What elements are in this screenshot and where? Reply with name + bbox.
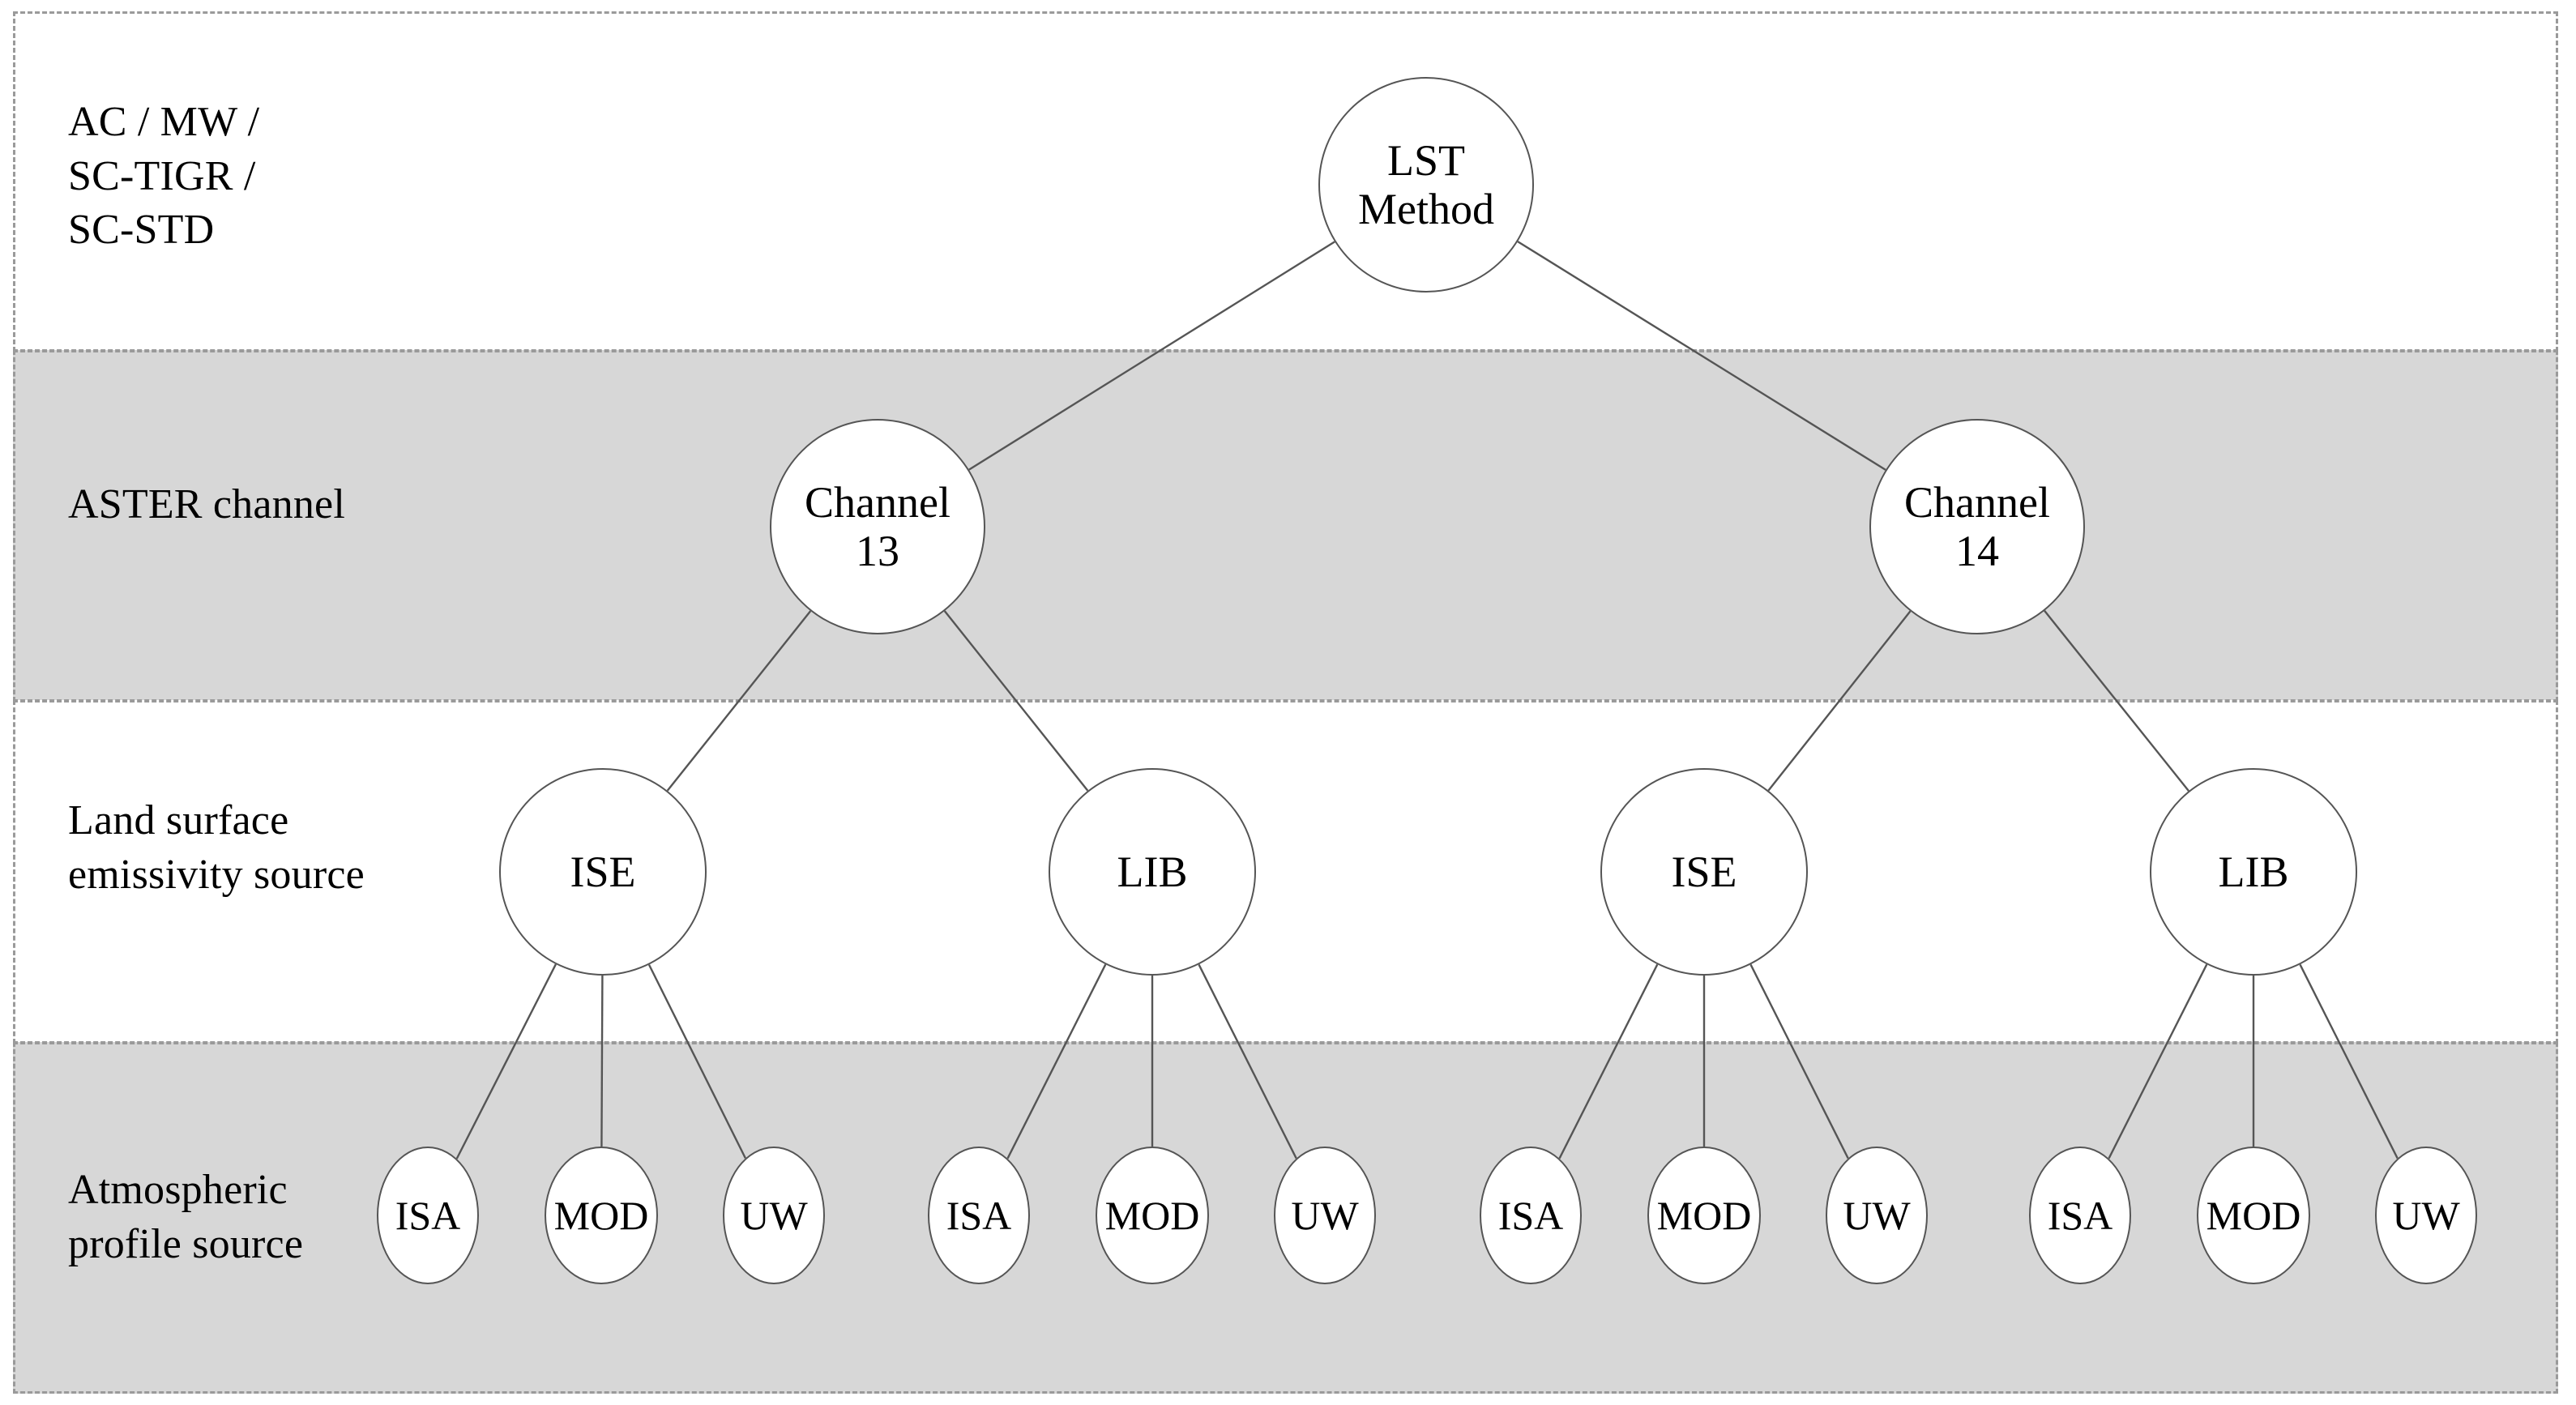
node-atmos-isa-9[interactable]: ISA <box>2029 1147 2131 1284</box>
node-atmos-uw-5[interactable]: UW <box>1274 1147 1376 1284</box>
node-emissivity-lib-1[interactable]: LIB <box>1049 768 1256 976</box>
band-row-channel <box>13 350 2558 702</box>
node-emissivity-lib-3[interactable]: LIB <box>2150 768 2357 976</box>
band-row-method <box>13 11 2558 352</box>
label-row-atmosphere: Atmospheric profile source <box>68 1167 304 1267</box>
node-atmos-mod-7[interactable]: MOD <box>1647 1147 1761 1284</box>
node-atmos-mod-1[interactable]: MOD <box>545 1147 658 1284</box>
node-atmos-uw-11[interactable]: UW <box>2375 1147 2477 1284</box>
label-row-emissivity: Land surface emissivity source <box>68 797 365 898</box>
node-atmos-isa-3[interactable]: ISA <box>928 1147 1030 1284</box>
node-channel-channel-14[interactable]: Channel 14 <box>1869 419 2085 634</box>
label-row-channel: ASTER channel <box>68 481 345 527</box>
node-atmos-mod-10[interactable]: MOD <box>2197 1147 2310 1284</box>
node-atmos-mod-4[interactable]: MOD <box>1096 1147 1209 1284</box>
node-atmos-uw-8[interactable]: UW <box>1826 1147 1928 1284</box>
label-row-method: AC / MW / SC-TIGR / SC-STD <box>68 99 260 254</box>
node-atmos-uw-2[interactable]: UW <box>723 1147 825 1284</box>
node-channel-channel-13[interactable]: Channel 13 <box>770 419 985 634</box>
node-emissivity-ise-0[interactable]: ISE <box>499 768 707 976</box>
node-emissivity-ise-2[interactable]: ISE <box>1600 768 1808 976</box>
node-atmos-isa-0[interactable]: ISA <box>377 1147 479 1284</box>
node-atmos-isa-6[interactable]: ISA <box>1480 1147 1582 1284</box>
node-root-lst-method[interactable]: LST Method <box>1318 77 1534 293</box>
